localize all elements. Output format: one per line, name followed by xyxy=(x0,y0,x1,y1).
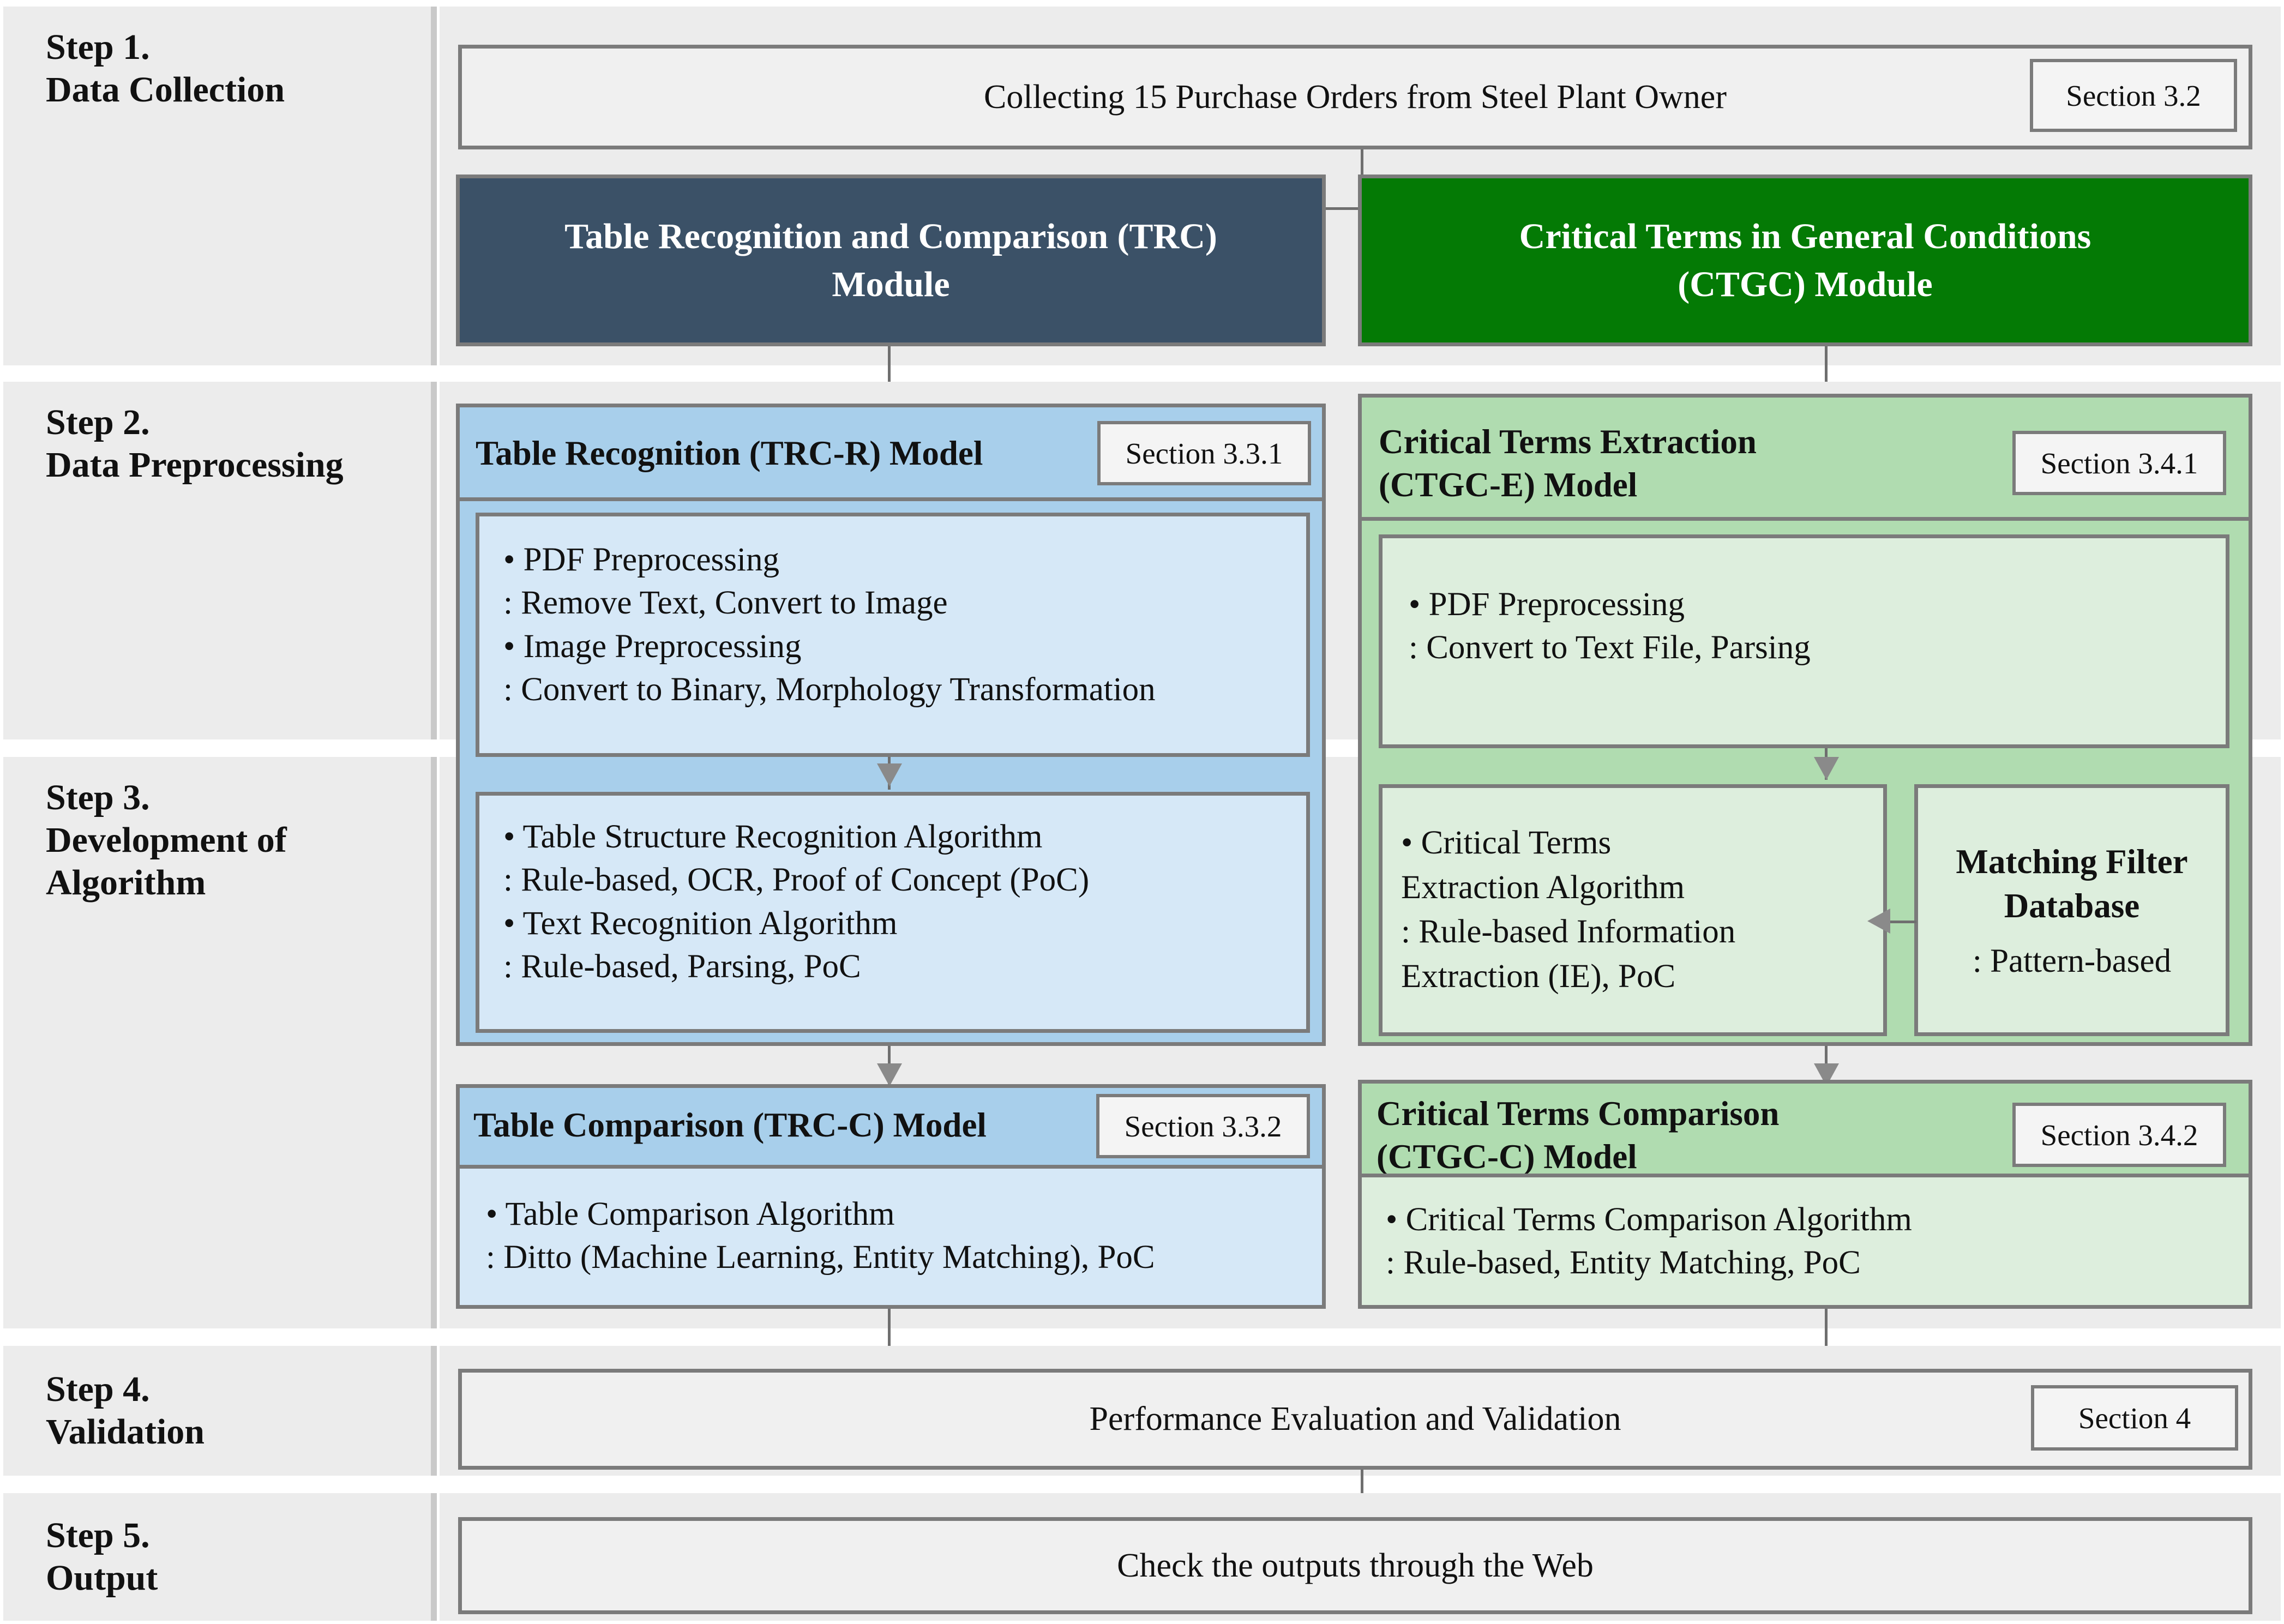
ctgc-c-body-box[interactable]: • Critical Terms Comparison Algorithm : … xyxy=(1358,1177,2252,1309)
ctgc-c-body-text: • Critical Terms Comparison Algorithm : … xyxy=(1386,1201,1912,1282)
column-separator-step1 xyxy=(431,7,437,365)
column-separator-step2 xyxy=(431,382,437,739)
ctgc-e-preprocessing-text: • PDF Preprocessing : Convert to Text Fi… xyxy=(1409,586,1811,666)
module-trc-label: Table Recognition and Comparison (TRC) M… xyxy=(564,216,1217,304)
ctgc-e-head-rule xyxy=(1358,517,2252,521)
trc-r-algorithms-text: • Table Structure Recognition Algorithm … xyxy=(503,819,1090,985)
connector-db-to-algorithm xyxy=(1890,921,1916,923)
ctgc-e-title: Critical Terms Extraction (CTGC-E) Model xyxy=(1379,423,1757,504)
arrow-db-to-algorithm xyxy=(1867,909,1890,934)
column-separator-step4 xyxy=(431,1346,437,1476)
ctgc-c-head-rule xyxy=(1358,1174,2252,1177)
step-2-label: Step 2. Data Preprocessing xyxy=(46,402,344,485)
validation-title: Performance Evaluation and Validation xyxy=(1089,1400,1621,1437)
step-1-label: Step 1. Data Collection xyxy=(46,27,285,110)
step-label-cell-5: Step 5. Output xyxy=(3,1493,431,1621)
section-tag-3-3-1[interactable]: Section 3.3.1 xyxy=(1097,421,1311,485)
step-4-label: Step 4. Validation xyxy=(46,1369,205,1452)
step-3-label: Step 3. Development of Algorithm xyxy=(46,778,287,903)
section-tag-3-3-2[interactable]: Section 3.3.2 xyxy=(1096,1094,1310,1158)
section-tag-4[interactable]: Section 4 xyxy=(2031,1385,2238,1451)
ctgc-e-preprocessing-box[interactable]: • PDF Preprocessing : Convert to Text Fi… xyxy=(1379,534,2229,748)
trc-r-algorithms-box[interactable]: • Table Structure Recognition Algorithm … xyxy=(476,792,1310,1033)
ctgc-c-title: Critical Terms Comparison (CTGC-C) Model xyxy=(1377,1094,1780,1176)
section-tag-3-4-1[interactable]: Section 3.4.1 xyxy=(2012,431,2226,495)
step-5-label: Step 5. Output xyxy=(46,1515,158,1598)
data-collection-box[interactable]: Collecting 15 Purchase Orders from Steel… xyxy=(458,45,2252,149)
matching-filter-database-subtitle: : Pattern-based xyxy=(1972,942,2172,979)
connector-trc-to-trcr xyxy=(888,346,891,406)
trc-r-head-rule xyxy=(456,497,1326,501)
trc-c-body-text: • Table Comparison Algorithm : Ditto (Ma… xyxy=(486,1196,1155,1276)
output-box[interactable]: Check the outputs through the Web xyxy=(458,1517,2252,1614)
module-ctgc[interactable]: Critical Terms in General Conditions (CT… xyxy=(1358,175,2252,346)
step-label-cell-2: Step 2. Data Preprocessing xyxy=(3,382,431,739)
ctgc-c-header: Critical Terms Comparison (CTGC-C) Model xyxy=(1377,1087,1976,1183)
section-tag-3-2[interactable]: Section 3.2 xyxy=(2030,59,2237,132)
trc-c-title: Table Comparison (TRC-C) Model xyxy=(473,1105,987,1144)
matching-filter-database-title: Matching Filter Database xyxy=(1956,843,2188,925)
output-title: Check the outputs through the Web xyxy=(1117,1547,1594,1584)
step-label-cell-1: Step 1. Data Collection xyxy=(3,7,431,365)
data-collection-title: Collecting 15 Purchase Orders from Steel… xyxy=(984,78,1727,116)
validation-box[interactable]: Performance Evaluation and Validation xyxy=(458,1369,2252,1470)
module-ctgc-label: Critical Terms in General Conditions (CT… xyxy=(1519,216,2091,304)
trc-r-preprocessing-box[interactable]: • PDF Preprocessing : Remove Text, Conve… xyxy=(476,513,1310,757)
trc-c-head-rule xyxy=(456,1165,1326,1169)
matching-filter-database-box[interactable]: Matching Filter Database : Pattern-based xyxy=(1914,784,2229,1036)
trc-c-header: Table Comparison (TRC-C) Model xyxy=(473,1092,1308,1158)
arrow-trcr-to-trcc xyxy=(877,1063,902,1086)
arrow-ctgce-inner xyxy=(1814,757,1839,780)
column-separator-step5 xyxy=(431,1493,437,1621)
section-tag-3-4-2[interactable]: Section 3.4.2 xyxy=(2012,1103,2226,1167)
trc-r-header: Table Recognition (TRC-R) Model xyxy=(476,420,1310,486)
arrow-trcr-inner xyxy=(877,763,902,786)
ctgc-e-algorithms-box[interactable]: • Critical Terms Extraction Algorithm : … xyxy=(1379,784,1887,1036)
column-separator-step3 xyxy=(431,757,437,1328)
trc-c-body-box[interactable]: • Table Comparison Algorithm : Ditto (Ma… xyxy=(456,1169,1326,1309)
step-label-cell-4: Step 4. Validation xyxy=(3,1346,431,1476)
ctgc-e-header: Critical Terms Extraction (CTGC-E) Model xyxy=(1379,416,1979,512)
step-label-cell-3: Step 3. Development of Algorithm xyxy=(3,757,431,1328)
trc-r-preprocessing-text: • PDF Preprocessing : Remove Text, Conve… xyxy=(503,542,1156,708)
ctgc-e-algorithms-text: • Critical Terms Extraction Algorithm : … xyxy=(1401,825,1736,995)
module-trc[interactable]: Table Recognition and Comparison (TRC) M… xyxy=(456,175,1326,346)
connector-ctgc-to-ctgce xyxy=(1825,346,1828,406)
trc-r-title: Table Recognition (TRC-R) Model xyxy=(476,434,983,472)
